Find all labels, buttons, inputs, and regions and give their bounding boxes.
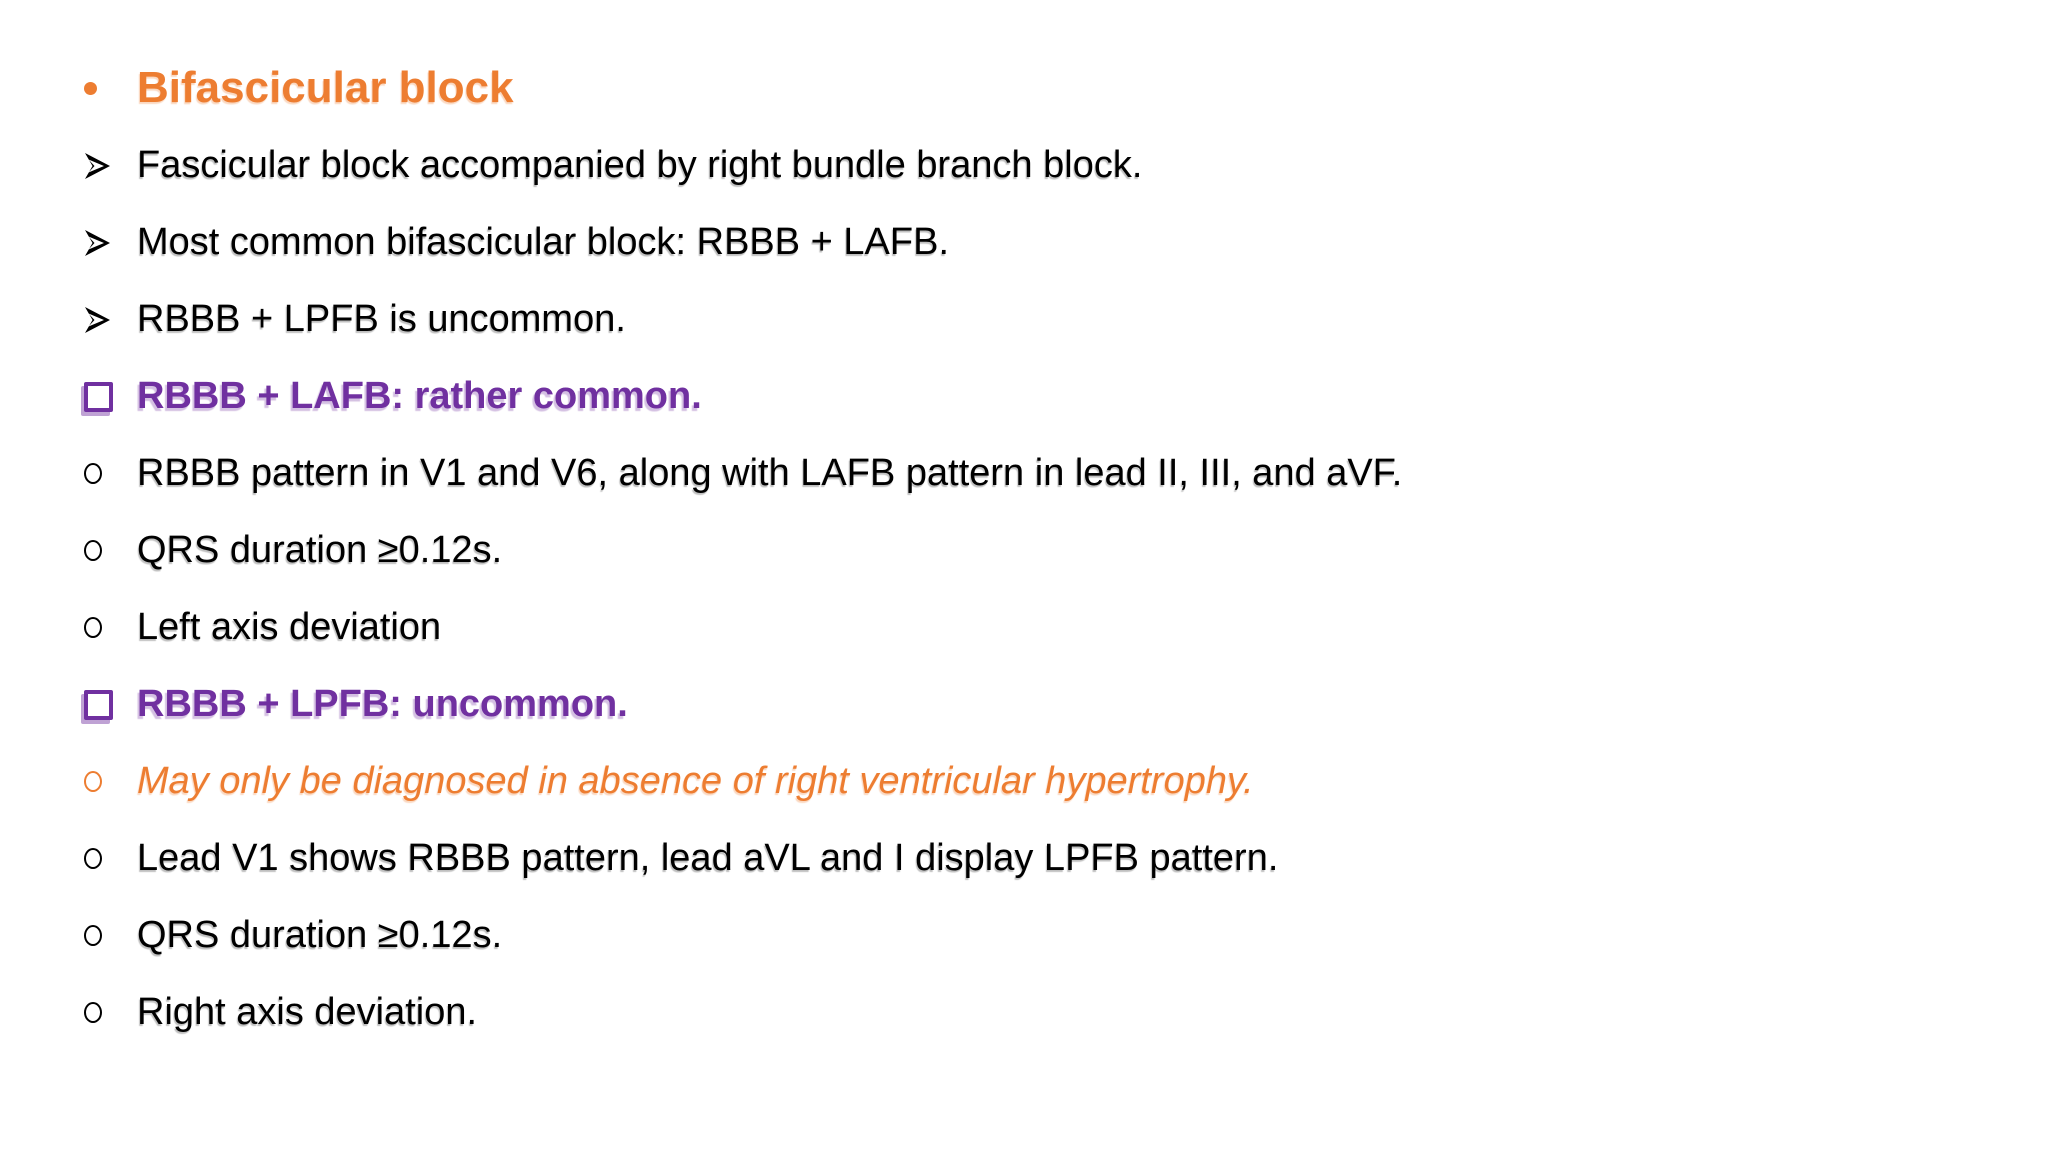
circle-icon xyxy=(84,1002,137,1023)
square-icon xyxy=(84,689,137,720)
bullet-item-label: Fascicular block accompanied by right bu… xyxy=(137,143,1143,186)
slide-title: Bifascicular block xyxy=(137,63,514,113)
bullet-item-label: Right axis deviation. xyxy=(137,990,478,1033)
circle-icon xyxy=(84,925,137,946)
circle-icon xyxy=(84,617,137,638)
slide-title-row: Bifascicular block xyxy=(0,50,2048,127)
bullet-item: Lead V1 shows RBBB pattern, lead aVL and… xyxy=(0,820,2048,897)
section-header: RBBB + LPFB: uncommon. xyxy=(0,666,2048,743)
arrow-icon xyxy=(84,306,137,334)
bullet-item-label: Left axis deviation xyxy=(137,605,442,648)
bullet-item: RBBB pattern in V1 and V6, along with LA… xyxy=(0,435,2048,512)
circle-icon xyxy=(84,771,137,792)
arrow-icon xyxy=(84,152,137,180)
bullet-item: RBBB + LPFB is uncommon. xyxy=(0,281,2048,358)
bullet-item-label: RBBB pattern in V1 and V6, along with LA… xyxy=(137,451,1403,494)
bullet-item-label: May only be diagnosed in absence of righ… xyxy=(137,759,1254,802)
arrow-icon xyxy=(84,229,137,257)
bullet-item-label: QRS duration ≥0.12s. xyxy=(137,528,503,571)
section-header: RBBB + LAFB: rather common. xyxy=(0,358,2048,435)
bullet-item: QRS duration ≥0.12s. xyxy=(0,897,2048,974)
dot-icon xyxy=(84,82,137,95)
bullet-item: Fascicular block accompanied by right bu… xyxy=(0,127,2048,204)
bullet-item: Right axis deviation. xyxy=(0,974,2048,1051)
bullet-item-emphasis: May only be diagnosed in absence of righ… xyxy=(0,743,2048,820)
square-icon xyxy=(84,381,137,412)
slide-content: Bifascicular block Fascicular block acco… xyxy=(0,50,2048,1051)
section-header-label: RBBB + LPFB: uncommon. xyxy=(137,682,628,725)
bullet-item-label: RBBB + LPFB is uncommon. xyxy=(137,297,626,340)
circle-icon xyxy=(84,463,137,484)
circle-icon xyxy=(84,540,137,561)
bullet-item: Left axis deviation xyxy=(0,589,2048,666)
bullet-item-label: QRS duration ≥0.12s. xyxy=(137,913,503,956)
bullet-item-label: Most common bifascicular block: RBBB + L… xyxy=(137,220,950,263)
bullet-item: Most common bifascicular block: RBBB + L… xyxy=(0,204,2048,281)
circle-icon xyxy=(84,848,137,869)
bullet-item: QRS duration ≥0.12s. xyxy=(0,512,2048,589)
section-header-label: RBBB + LAFB: rather common. xyxy=(137,374,702,417)
bullet-item-label: Lead V1 shows RBBB pattern, lead aVL and… xyxy=(137,836,1279,879)
